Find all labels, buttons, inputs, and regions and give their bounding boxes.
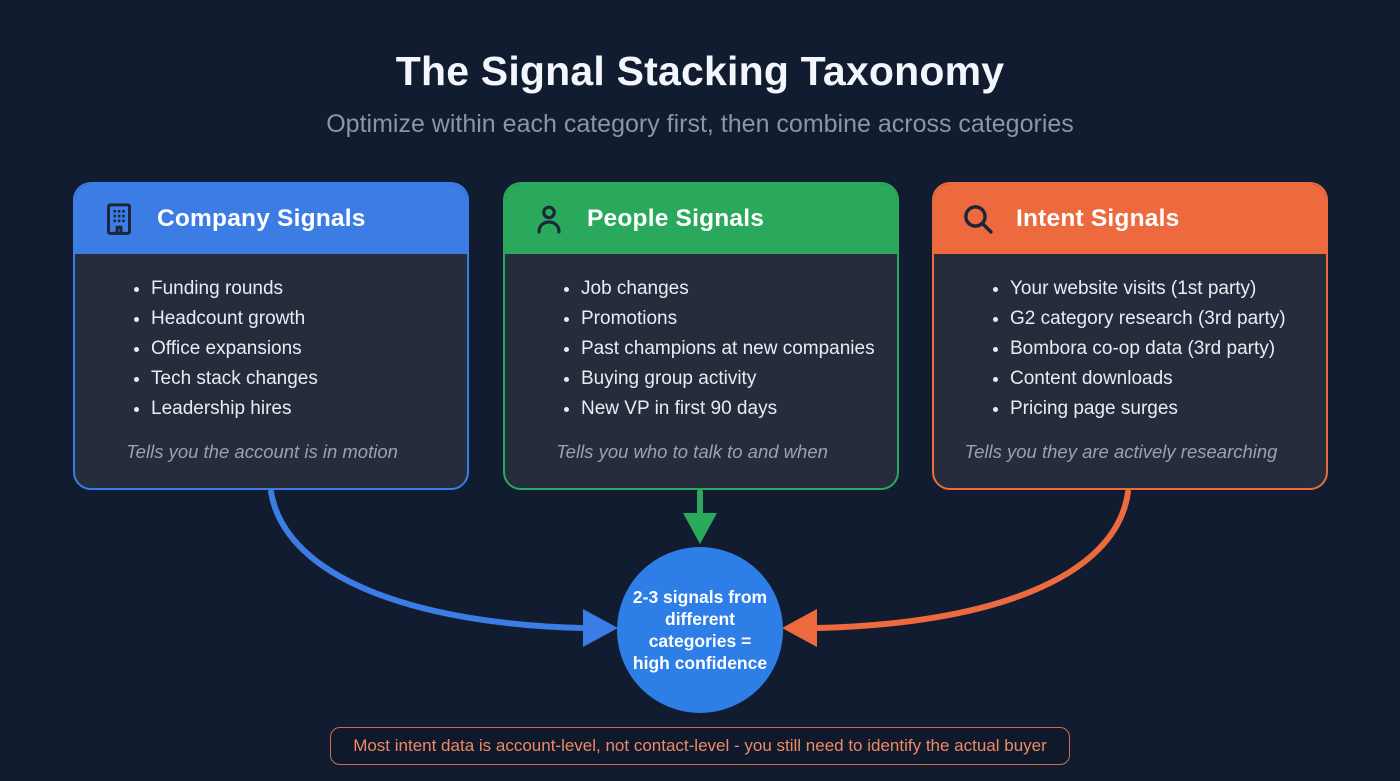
list-item: Buying group activity xyxy=(581,364,879,394)
caveat-note-row: Most intent data is account-level, not c… xyxy=(0,727,1400,765)
list-item: Office expansions xyxy=(151,334,449,364)
page-subtitle: Optimize within each category first, the… xyxy=(326,110,1074,138)
person-icon xyxy=(531,201,567,237)
people-signals-card: People Signals Job changes Promotions Pa… xyxy=(503,182,899,490)
caveat-note: Most intent data is account-level, not c… xyxy=(330,727,1070,765)
company-signals-card: Company Signals Funding rounds Headcount… xyxy=(73,182,469,490)
building-icon xyxy=(101,201,137,237)
people-signals-body: Job changes Promotions Past champions at… xyxy=(505,254,897,488)
list-item: Job changes xyxy=(581,274,879,304)
list-item: Your website visits (1st party) xyxy=(1010,274,1308,304)
people-signals-header: People Signals xyxy=(505,184,897,254)
intent-arrow xyxy=(782,489,1131,647)
list-item: Funding rounds xyxy=(151,274,449,304)
company-signals-title: Company Signals xyxy=(157,205,366,232)
convergence-label: 2-3 signals from different categories = … xyxy=(632,587,768,673)
intent-signals-body: Your website visits (1st party) G2 categ… xyxy=(934,254,1326,488)
intent-signals-header: Intent Signals xyxy=(934,184,1326,254)
list-item: Pricing page surges xyxy=(1010,394,1308,424)
list-item: Past champions at new companies xyxy=(581,334,879,364)
convergence-circle: 2-3 signals from different categories = … xyxy=(617,547,783,713)
people-arrow xyxy=(683,489,717,544)
list-item: G2 category research (3rd party) xyxy=(1010,304,1308,334)
people-signals-list: Job changes Promotions Past champions at… xyxy=(505,274,879,424)
company-arrow xyxy=(268,489,618,647)
list-item: Content downloads xyxy=(1010,364,1308,394)
people-signals-title: People Signals xyxy=(587,205,765,232)
list-item: Leadership hires xyxy=(151,394,449,424)
list-item: Tech stack changes xyxy=(151,364,449,394)
company-signals-list: Funding rounds Headcount growth Office e… xyxy=(75,274,449,424)
page-title: The Signal Stacking Taxonomy xyxy=(395,48,1005,94)
intent-signals-footnote: Tells you they are actively researching xyxy=(964,441,1278,462)
intent-signals-list: Your website visits (1st party) G2 categ… xyxy=(934,274,1308,424)
search-icon xyxy=(960,201,996,237)
intent-signals-card: Intent Signals Your website visits (1st … xyxy=(932,182,1328,490)
company-signals-footnote: Tells you the account is in motion xyxy=(126,441,398,462)
list-item: Bombora co-op data (3rd party) xyxy=(1010,334,1308,364)
list-item: New VP in first 90 days xyxy=(581,394,879,424)
company-signals-header: Company Signals xyxy=(75,184,467,254)
intent-signals-title: Intent Signals xyxy=(1016,205,1180,232)
list-item: Promotions xyxy=(581,304,879,334)
people-signals-footnote: Tells you who to talk to and when xyxy=(556,441,828,462)
list-item: Headcount growth xyxy=(151,304,449,334)
company-signals-body: Funding rounds Headcount growth Office e… xyxy=(75,254,467,488)
